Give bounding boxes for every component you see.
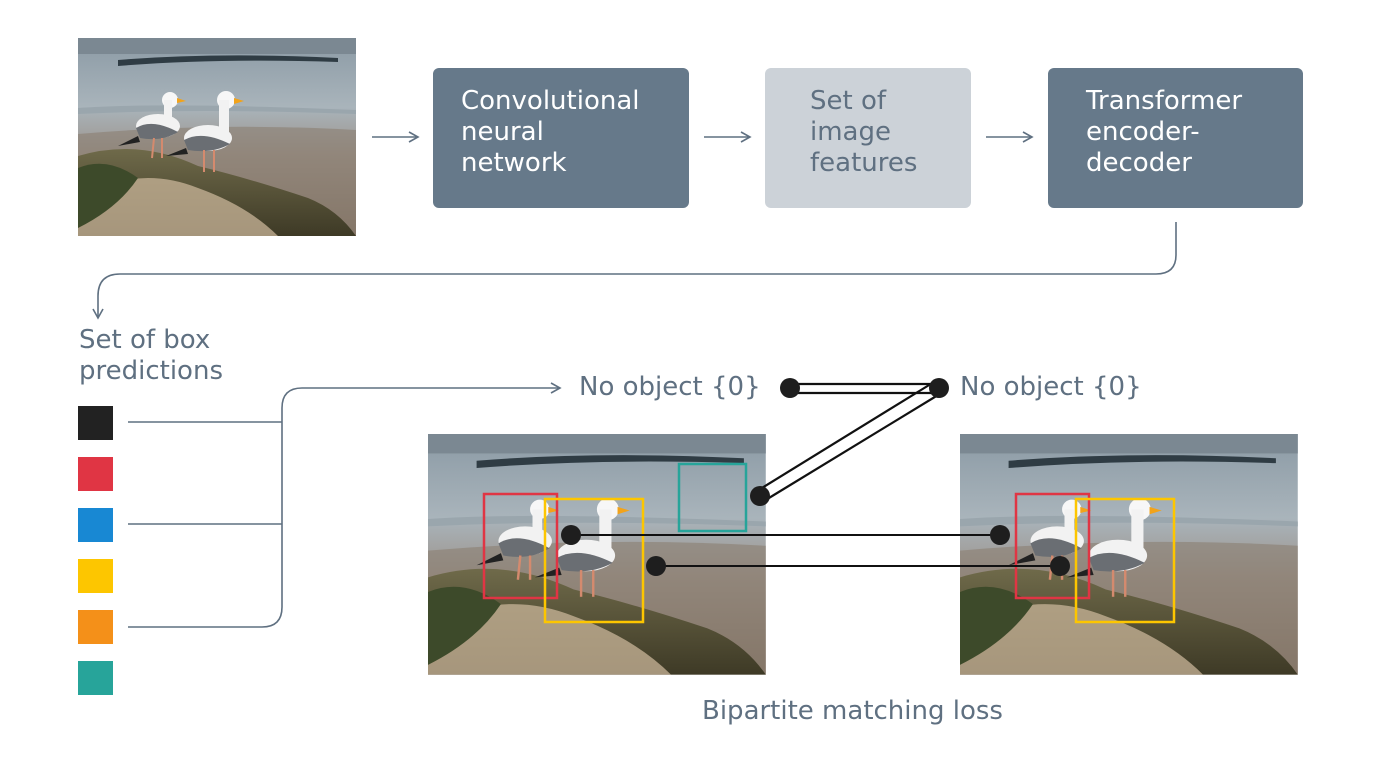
cnn-label-3: network [461,148,567,178]
predictions-heading-1: Set of box [79,325,211,355]
transformer-label-3: decoder [1086,148,1192,178]
prediction-swatch [78,559,113,593]
prediction-swatch [78,610,113,644]
prediction-swatch [78,406,113,440]
prediction-swatch [78,508,113,542]
transformer-box: Transformer encoder- decoder [1048,68,1303,208]
arrow-to-predictions [92,222,1177,320]
cnn-label-1: Convolutional [461,86,640,116]
pred-box-yellow [543,497,645,624]
gt-box-red [1014,492,1091,600]
gt-box-yellow [1074,497,1176,624]
predictions-heading-2: predictions [79,356,223,386]
predictions-bracket [128,388,560,628]
cnn-box: Convolutional neural network [433,68,689,208]
features-label-1: Set of [810,86,887,116]
input-image [77,37,357,237]
matching-lines [571,381,1060,567]
transformer-label-1: Transformer [1086,86,1243,116]
prediction-image [426,432,767,676]
prediction-swatch [78,661,113,695]
no-object-label-left: No object {0} [579,372,761,402]
features-label-2: image [810,117,891,147]
transformer-label-2: encoder- [1086,117,1200,147]
diagram-caption: Bipartite matching loss [702,696,1003,726]
features-label-3: features [810,148,918,178]
pred-box-red [482,492,559,600]
no-object-label-right: No object {0} [960,372,1142,402]
predictions-heading: Set of box predictions [79,325,223,387]
ground-truth-image [958,432,1299,676]
image-features-box: Set of image features [765,68,971,208]
prediction-swatch [78,457,113,491]
pred-box-teal [677,462,748,533]
cnn-label-2: neural [461,117,544,147]
matching-nodes [561,378,1070,576]
